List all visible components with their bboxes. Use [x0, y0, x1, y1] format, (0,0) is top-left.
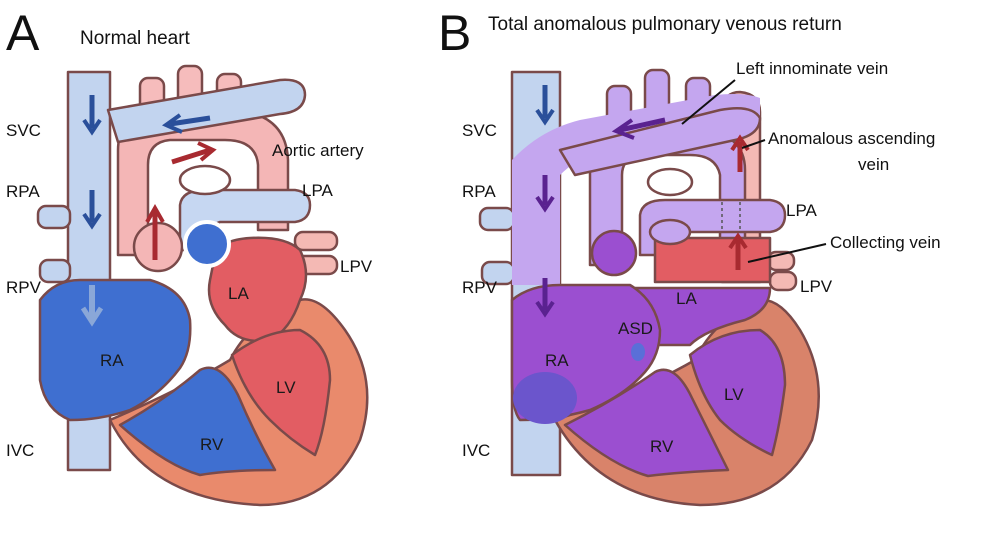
panel-a-label-lpa: LPA	[302, 181, 334, 200]
panel-b-aortic-ring	[646, 167, 694, 197]
panel-b-pulmonary-valve	[590, 229, 638, 277]
panel-a-normal-heart: A Normal heart SVC RPA RPV IVC Aortic ar…	[6, 5, 373, 507]
panel-b-rpa-stub	[478, 206, 516, 232]
panel-b-svc-mixed-region	[512, 94, 760, 285]
panel-a-rpv-stub	[38, 258, 72, 284]
panel-a-left-atrium	[207, 236, 308, 343]
panel-a-title: Normal heart	[80, 28, 191, 49]
panel-b-label-anomalous-ascending-1: Anomalous ascending	[768, 129, 935, 148]
panel-b-lv-chamber	[688, 328, 787, 457]
panel-a-pulmonary-valve	[132, 221, 184, 273]
panel-a-right-ventricle	[118, 366, 277, 477]
panel-b-label-left-innominate-vein: Left innominate vein	[736, 59, 888, 78]
panel-a-label-rpv: RPV	[6, 278, 42, 297]
panel-a-label-lpv: LPV	[340, 257, 373, 276]
panel-a-label-rv: RV	[200, 435, 224, 454]
panel-b-lpa-dashed-overlap	[721, 202, 741, 230]
panel-a-lv-chamber	[230, 328, 332, 457]
panel-a-vein-arrow-icon	[169, 115, 211, 127]
panel-b-tapvr-heart: B Total anomalous pulmonary venous retur…	[438, 5, 941, 507]
panel-b-label-rpa: RPA	[462, 182, 496, 201]
panel-b-label-ra: RA	[545, 351, 569, 370]
panel-a-label-rpa: RPA	[6, 182, 40, 201]
panel-b-label-svc: SVC	[462, 121, 497, 140]
panel-a-label-ivc: IVC	[6, 441, 34, 460]
panel-b-aortic-valve	[648, 218, 692, 246]
panel-a-label-aortic-artery: Aortic artery	[272, 141, 364, 160]
panel-a-label-ra: RA	[100, 351, 124, 370]
panel-b-letter: B	[438, 5, 471, 61]
panel-a-aorta-arrow-icon	[171, 147, 211, 165]
panel-a-label-svc: SVC	[6, 121, 41, 140]
panel-b-label-lpa: LPA	[786, 201, 818, 220]
panel-a-right-atrium	[38, 278, 192, 422]
panel-b-label-anomalous-ascending-2: vein	[858, 155, 889, 174]
panel-b-label-collecting-vein: Collecting vein	[830, 233, 941, 252]
panel-a-label-la: LA	[228, 284, 249, 303]
panel-b-label-ivc: IVC	[462, 441, 490, 460]
panel-b-label-rv: RV	[650, 437, 674, 456]
panel-b-innominate-arrow-icon	[619, 117, 666, 133]
panel-b-right-ventricle	[563, 368, 730, 478]
panel-b-collecting-vein	[653, 236, 772, 284]
panel-a-flow-arrows	[80, 95, 217, 327]
panel-a-label-lv: LV	[276, 378, 296, 397]
panel-b-label-asd: ASD	[618, 319, 653, 338]
panel-b-asd	[631, 343, 645, 361]
panel-b-left-pulmonary-veins	[766, 250, 798, 292]
panel-a-brachiocephalic-vein	[106, 78, 307, 144]
panel-b-label-lv: LV	[724, 385, 744, 404]
panel-b-label-rpv: RPV	[462, 278, 498, 297]
panel-b-leader-lines	[681, 79, 827, 263]
panel-b-flow-arrows	[535, 85, 750, 318]
panel-b-title: Total anomalous pulmonary venous return	[488, 14, 842, 35]
panel-b-label-lpv: LPV	[800, 277, 833, 296]
panel-a-letter: A	[6, 5, 40, 61]
panel-a-aortic-ring	[178, 164, 232, 196]
panel-b-ra-blue-region	[513, 372, 577, 424]
panel-b-label-la: LA	[676, 289, 697, 308]
panel-a-aortic-valve	[183, 220, 231, 268]
panel-a-rpa-stub	[36, 204, 72, 230]
